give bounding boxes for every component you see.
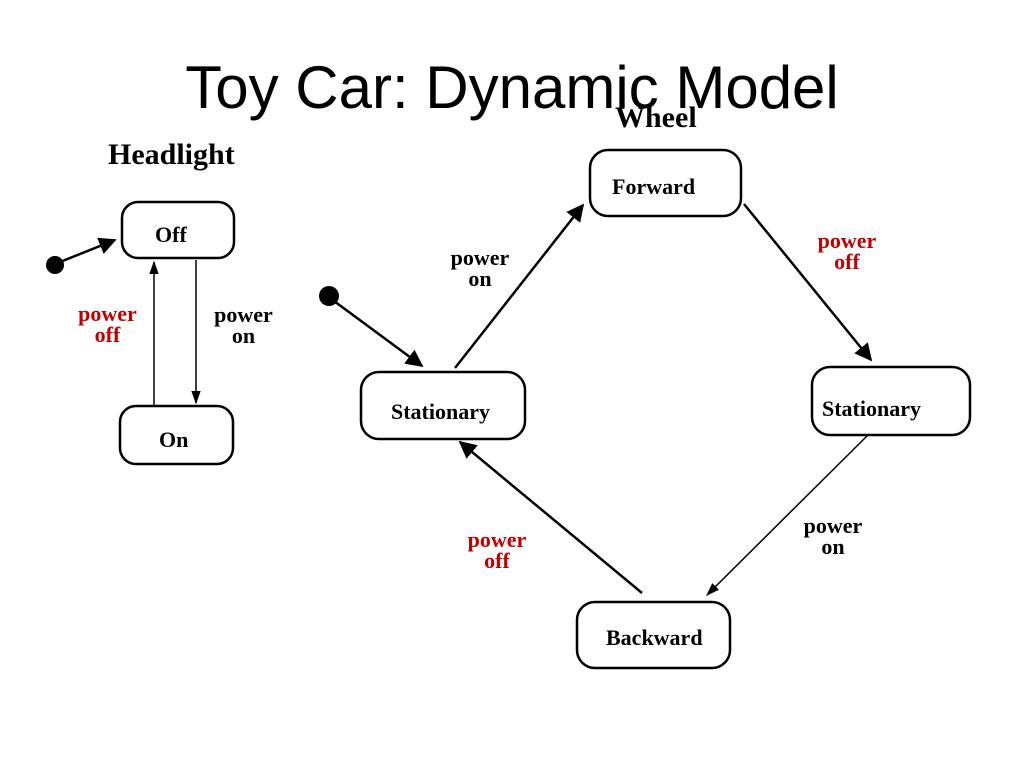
arrow-forward-to-stationary bbox=[743, 203, 873, 362]
initial-arrow-headlight bbox=[59, 237, 117, 264]
event-label-wheel-power-off-backward: power off bbox=[459, 527, 535, 573]
event-label-line2: off bbox=[94, 321, 121, 347]
event-label-line1: power bbox=[817, 228, 877, 253]
event-label-line1: power bbox=[450, 245, 510, 270]
event-label-wheel-power-on-forward: power on bbox=[442, 245, 518, 291]
state-box-wheel-stationary-right bbox=[810, 365, 972, 437]
event-label-line2: on bbox=[231, 322, 256, 348]
event-label-line1: power bbox=[78, 301, 137, 326]
state-label-wheel-forward: Forward bbox=[612, 174, 696, 199]
section-label-wheel: Wheel bbox=[615, 101, 697, 134]
state-label-wheel-backward: Backward bbox=[606, 625, 703, 650]
initial-state-marker-headlight bbox=[46, 256, 64, 274]
event-label-headlight-power-off: power off bbox=[70, 301, 145, 347]
state-label-wheel-stationary-left: Stationary bbox=[391, 399, 490, 424]
event-label-line2: on bbox=[821, 533, 845, 559]
state-label-headlight-off: Off bbox=[155, 222, 187, 247]
event-label-line1: power bbox=[467, 527, 527, 552]
state-box-wheel-backward bbox=[575, 600, 732, 670]
state-box-headlight-off bbox=[120, 200, 236, 260]
arrow-stationary-to-backward bbox=[706, 434, 869, 596]
event-label-wheel-power-on-backward: power on bbox=[795, 513, 871, 559]
arrow-backward-to-stationary bbox=[458, 440, 643, 594]
event-label-line1: power bbox=[214, 302, 273, 327]
initial-arrow-wheel bbox=[333, 299, 424, 368]
state-label-wheel-stationary-right: Stationary bbox=[822, 396, 921, 421]
section-label-headlight: Headlight bbox=[108, 138, 235, 171]
arrow-stationary-to-forward bbox=[454, 203, 585, 369]
state-box-wheel-forward bbox=[588, 148, 743, 218]
event-label-wheel-power-off-forward: power off bbox=[809, 228, 885, 274]
event-label-line2: off bbox=[484, 547, 510, 573]
page-title: Toy Car: Dynamic Model bbox=[185, 54, 839, 121]
event-label-headlight-power-on: power on bbox=[206, 302, 281, 348]
state-box-wheel-stationary-left bbox=[359, 370, 527, 441]
event-label-line2: on bbox=[468, 265, 492, 291]
state-box-headlight-on bbox=[118, 404, 235, 466]
event-label-line2: off bbox=[834, 248, 860, 274]
state-label-headlight-on: On bbox=[159, 427, 189, 452]
event-label-line1: power bbox=[803, 513, 863, 538]
